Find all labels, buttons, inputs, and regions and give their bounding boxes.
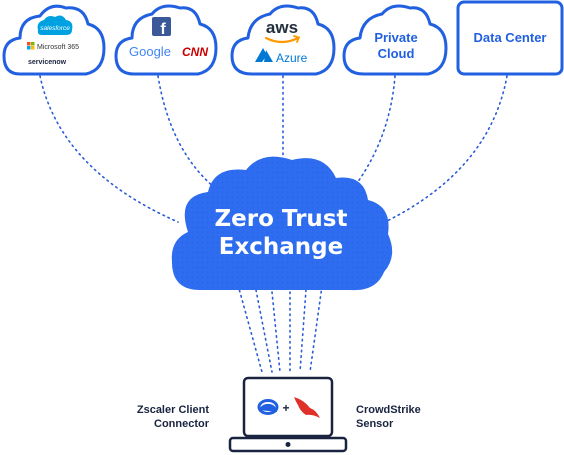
datacenter-outline — [456, 0, 564, 76]
zscaler-label-line2: Connector — [154, 418, 210, 430]
microsoft-icon — [27, 42, 35, 50]
connector-down-3 — [271, 291, 281, 373]
private-cloud-label-line2: Cloud — [378, 46, 415, 61]
azure-icon — [255, 48, 273, 62]
datacenter-box: Data Center — [456, 0, 564, 76]
hub-title-line1: Zero Trust — [215, 206, 348, 232]
facebook-icon — [152, 17, 171, 36]
connector-saas — [39, 75, 179, 223]
cloud-saas: salesforce Microsoft 365 servicenow — [2, 4, 106, 76]
azure-logo: Azure — [276, 51, 308, 65]
connector-consumer — [157, 75, 216, 189]
connector-down-6 — [309, 285, 323, 373]
connector-down-1 — [237, 284, 263, 373]
salesforce-icon — [37, 15, 73, 35]
plus-sign: + — [282, 401, 289, 415]
connector-private — [351, 75, 396, 191]
cloud-private-outline — [342, 4, 448, 76]
crowdstrike-label-line2: Sensor — [356, 418, 394, 430]
cloud-consumer: f Google CNN — [114, 4, 218, 76]
laptop-trackpad — [285, 442, 291, 447]
datacenter-label: Data Center — [474, 30, 547, 45]
microsoft365-logo: Microsoft 365 — [37, 44, 79, 51]
crowdstrike-falcon-icon — [294, 397, 320, 418]
cloud-iaas: aws Azure — [230, 4, 336, 76]
aws-smile-arrow — [293, 35, 301, 43]
cloud-consumer-outline — [114, 4, 218, 76]
connector-datacenter — [384, 75, 508, 223]
cnn-logo: CNN — [182, 45, 208, 59]
google-logo: Google — [129, 44, 171, 59]
facebook-logo: f — [160, 21, 166, 38]
connector-down-5 — [299, 289, 307, 373]
laptop-screen — [242, 376, 334, 438]
aws-logo: aws — [266, 18, 298, 37]
zscaler-icon — [257, 399, 279, 415]
hub-title-line2: Exchange — [219, 234, 344, 260]
crowdstrike-label-line1: CrowdStrike — [356, 404, 421, 416]
cloud-private: Private Cloud — [342, 4, 448, 76]
laptop-icon: + — [228, 376, 348, 453]
connector-lines-bottom — [237, 284, 323, 373]
salesforce-logo: salesforce — [40, 25, 70, 32]
connector-lines-top — [39, 75, 508, 223]
private-cloud-label-line1: Private — [374, 30, 417, 45]
zscaler-label-line1: Zscaler Client — [137, 404, 209, 416]
cloud-saas-outline — [2, 4, 106, 76]
aws-smile-icon — [264, 36, 300, 44]
servicenow-logo: servicenow — [28, 59, 67, 66]
hub-cloud-dots — [171, 156, 393, 291]
zero-trust-exchange-cloud: Zero Trust Exchange — [171, 156, 393, 291]
cloud-iaas-outline — [230, 4, 336, 76]
